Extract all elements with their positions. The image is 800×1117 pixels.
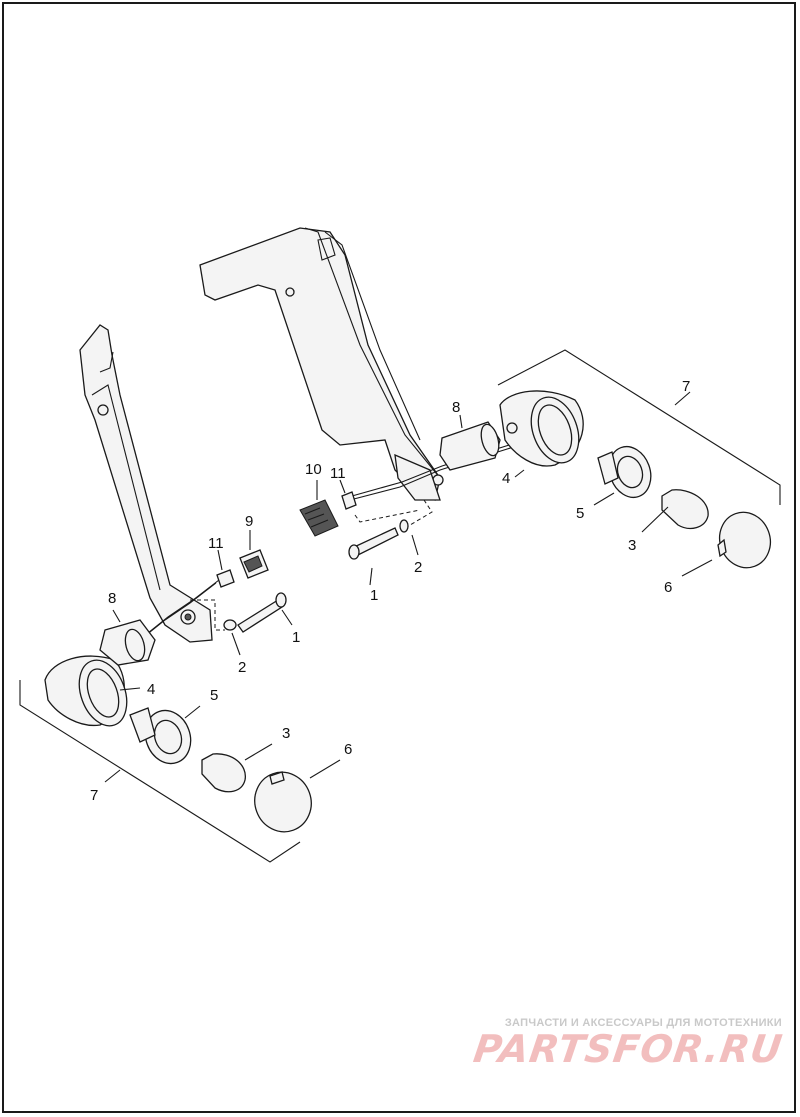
callout-7-right: 7	[682, 378, 690, 395]
callout-3-right: 3	[628, 537, 636, 554]
watermark-logo: PARTSFOR.RU	[470, 1027, 786, 1071]
right-bulb	[661, 489, 709, 530]
right-socket	[597, 445, 652, 499]
callout-11-right: 11	[330, 465, 346, 482]
callout-2-right: 2	[414, 559, 422, 576]
right-lens	[717, 511, 772, 569]
callout-8-right: 8	[452, 399, 460, 416]
callout-5-right: 5	[576, 505, 584, 522]
left-bulb	[201, 753, 246, 793]
kit-bracket-left	[19, 680, 301, 863]
callout-8-left: 8	[108, 590, 116, 607]
watermark: ЗАПЧАСТИ И АКСЕССУАРЫ ДЛЯ МОТОТЕХНИКИ PA…	[470, 1017, 786, 1071]
left-lens	[254, 771, 312, 833]
left-terminal	[216, 569, 235, 588]
leader-lines	[104, 391, 713, 783]
left-screw	[237, 592, 287, 633]
hidden-lines	[190, 499, 433, 631]
left-lamp-housing	[44, 655, 128, 727]
callout-4-right: 4	[502, 470, 510, 487]
callout-11-left: 11	[208, 535, 224, 552]
kit-bracket-right	[497, 349, 781, 505]
right-washer	[399, 519, 409, 533]
left-washer	[223, 619, 237, 631]
right-grommet	[439, 421, 501, 471]
callout-7-left: 7	[90, 787, 98, 804]
left-socket	[129, 707, 192, 765]
right-lamp-housing	[499, 390, 584, 467]
watermark-caption: ЗАПЧАСТИ И АКСЕССУАРЫ ДЛЯ МОТОТЕХНИКИ	[504, 1017, 782, 1029]
callout-4-left: 4	[147, 681, 155, 698]
callout-2-left: 2	[238, 659, 246, 676]
callouts: 1 2 3 4 5 6 7 8 10 11 1 2 3 4 5 6 7 8 9 …	[90, 378, 690, 804]
right-terminal	[341, 491, 357, 510]
callout-5-left: 5	[210, 687, 218, 704]
right-connector-housing	[299, 499, 339, 537]
callout-1-right: 1	[370, 587, 378, 604]
left-grommet	[99, 619, 156, 666]
callout-9: 9	[245, 513, 253, 530]
left-connector-housing	[239, 549, 269, 579]
right-mount-bracket	[199, 227, 444, 501]
left-mount-arm	[79, 324, 213, 643]
callout-3-left: 3	[282, 725, 290, 742]
callout-6-left: 6	[344, 741, 352, 758]
callout-6-right: 6	[664, 579, 672, 596]
right-screw	[348, 527, 399, 560]
callout-1-left: 1	[292, 629, 300, 646]
callout-10: 10	[305, 461, 322, 478]
